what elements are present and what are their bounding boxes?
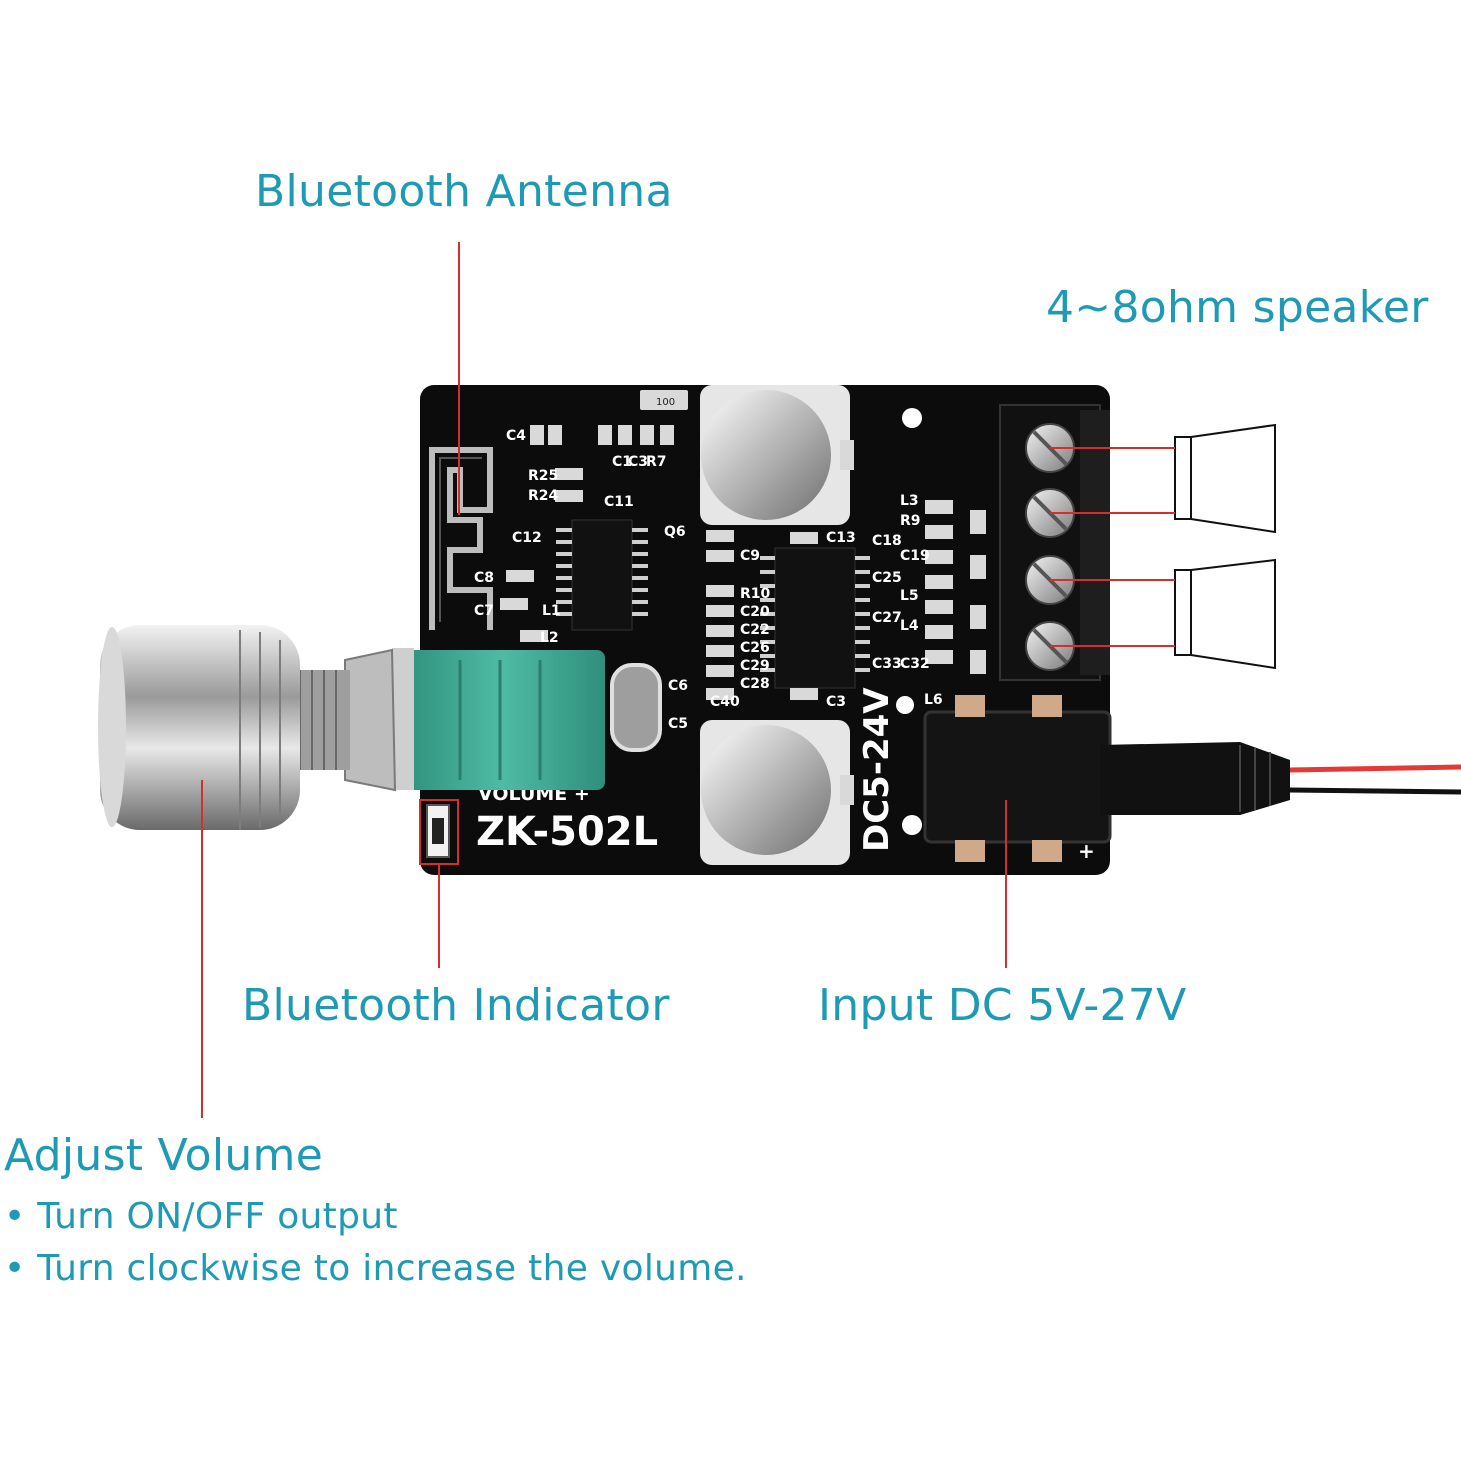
silk-label: C7 [474,603,494,619]
silkscreen-labels: C4 R25 R24 C12 C8 C7 L1 L2 C1 C3 R7 C11 … [474,397,943,732]
dc-jack-pin [955,840,985,862]
antenna-trace-inner [439,457,482,622]
silk-label: C3 [826,694,846,710]
bluetooth-indicator-label: Bluetooth Indicator [242,980,670,1031]
silk-label: R24 [528,488,559,504]
terminal-block-side [1080,410,1110,675]
dc-jack-pin [1032,695,1062,717]
dc-jack-pin [955,695,985,717]
ic-chip [571,519,633,631]
silk-label: C5 [668,716,688,732]
silk-label: C32 [900,656,930,672]
power-wire-black [1289,787,1461,795]
silk-label: L4 [900,618,919,634]
volume-knob-face [98,627,126,827]
power-wire-red [1289,764,1461,773]
silk-label: C11 [604,494,634,510]
potentiometer-shell [392,648,414,790]
silk-label: C18 [872,533,902,549]
potentiometer-ridges [458,660,542,780]
adjust-volume-title: Adjust Volume [4,1130,324,1181]
voltage-label: DC5-24V [857,687,897,852]
silk-label: C33 [872,656,902,672]
silk-label: C20 [740,604,770,620]
crystal-oscillator [610,663,662,752]
silk-label: C40 [710,694,740,710]
silk-label: L6 [924,692,943,708]
capacitor-bottom [701,725,831,855]
silk-label: C4 [506,428,526,444]
pointer-lines [201,242,1175,1118]
silk-label: C28 [740,676,770,692]
silk-label: L2 [540,630,559,646]
volume-bullet-item: • Turn ON/OFF output [4,1196,398,1237]
ic-chip [774,547,856,689]
speaker-icon [1174,558,1276,670]
silk-label: R10 [740,586,771,602]
silk-label: C1 [612,454,632,470]
silk-label: C8 [474,570,494,586]
volume-knob[interactable] [100,625,300,830]
volume-knob-grip [239,630,281,830]
capacitor-top [701,390,831,520]
silk-label: C27 [872,610,902,626]
dc-plug-ridges [1239,745,1271,812]
silk-label: L1 [542,603,561,619]
silk-label: R7 [646,454,667,470]
model-label: ZK-502L [476,809,658,855]
silk-label: C9 [740,548,760,564]
shaft-nut [344,648,397,792]
plus-marking: + [1078,839,1095,863]
silk-label: C3 [628,454,648,470]
volume-bullet-text: Turn clockwise to increase the volume. [37,1248,747,1289]
silk-label: R25 [528,468,558,484]
mount-hole [902,408,922,428]
silk-label: C12 [512,530,542,546]
dc-jack-pin [1032,840,1062,862]
speaker-icon [1174,423,1276,534]
silk-label: C26 [740,640,770,656]
resistor-code: 100 [656,397,675,408]
mount-hole [896,696,914,714]
ic-pins [556,528,870,672]
bluetooth-antenna-label: Bluetooth Antenna [255,166,673,217]
silk-label: Q6 [664,524,686,540]
volume-bullet-item: • Turn clockwise to increase the volume. [4,1248,747,1289]
bluetooth-led-lens [432,818,444,844]
silk-label: C25 [872,570,902,586]
silk-label: L3 [900,493,919,509]
speaker-label: 4~8ohm speaker [1046,282,1429,333]
potentiometer-body [400,650,605,790]
silk-label: L5 [900,588,919,604]
silk-label: C13 [826,530,856,546]
input-dc-label: Input DC 5V-27V [818,980,1187,1031]
silk-label: R9 [900,513,921,529]
smd-components [500,390,986,805]
silk-label: C22 [740,622,770,638]
dc-plug [1100,742,1290,815]
silk-label: C29 [740,658,770,674]
volume-bullet-text: Turn ON/OFF output [37,1196,398,1237]
silk-label: C6 [668,678,688,694]
mount-hole [902,815,922,835]
silk-label: C19 [900,548,930,564]
antenna-trace [429,447,493,630]
dc-jack [923,710,1112,844]
